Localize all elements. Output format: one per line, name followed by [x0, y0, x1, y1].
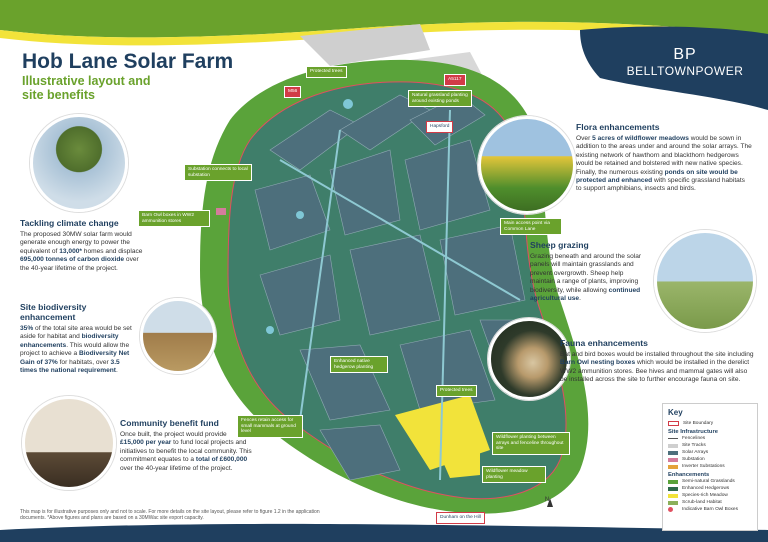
key-infra-item: Inverter Substations [682, 464, 725, 469]
fauna-section: Fauna enhancements Bat and bird boxes wo… [560, 338, 756, 385]
fauna-body: Bat and bird boxes would be installed th… [560, 351, 754, 384]
pond-marker [266, 326, 274, 334]
key-boundary-row: Site Boundary [668, 420, 752, 427]
meadow-swatch [668, 493, 678, 498]
sheep-title: Sheep grazing [530, 240, 589, 250]
wildflower-meadow-2 [440, 450, 480, 478]
key-enh-item: Indicative Barn Owl Boxes [682, 507, 738, 512]
logo-text: BELLTOWNPOWER [626, 64, 744, 78]
grassland-swatch [668, 479, 678, 484]
climate-title: Tackling climate change [20, 218, 119, 228]
key-enh-item: Enhanced Hedgerows [682, 486, 730, 491]
page-subtitle: Illustrative layout and site benefits [22, 74, 151, 102]
key-enh-item: Semi-natural Grasslands [682, 479, 735, 484]
logo-backdrop [580, 26, 768, 110]
label-substation: Substation connects to local substation [184, 164, 252, 182]
biodiversity-section: Site biodiversity enhancement 35% of the… [20, 302, 138, 375]
oak-tree-photo [30, 114, 128, 212]
header-swoosh-green [0, 0, 768, 38]
flora-title: Flora enhancements [576, 122, 660, 132]
key-enh-item: Species-rich Meadow [682, 493, 728, 498]
logo-monogram: BP [673, 46, 697, 63]
substation-marker [216, 208, 226, 215]
sheep-section: Sheep grazing Grazing beneath and around… [530, 240, 650, 303]
footer-swoosh [0, 523, 768, 542]
pond-marker [343, 99, 353, 109]
fence-swatch [668, 438, 678, 439]
map-key: Key Site Boundary Site Infrastructure Fe… [662, 403, 758, 531]
key-infra-item: Solar Arrays [682, 450, 709, 455]
label-fences: Fences retain access for small mammals a… [237, 415, 303, 438]
footnote: This map is for illustrative purposes on… [20, 509, 320, 522]
label-dunham: Dunham on the Hill [436, 512, 485, 524]
label-m56: M56 [284, 86, 302, 98]
substation-swatch [668, 457, 678, 462]
label-wildflower-between: Wildflower planting between arrays and f… [492, 432, 570, 455]
north-arrow-icon [547, 498, 553, 507]
key-enh-item: Scrub-land Habitat [682, 500, 722, 505]
wetland-birds-photo [140, 298, 216, 374]
community-swing-photo [22, 396, 116, 490]
climate-body: The proposed 30MW solar farm would gener… [20, 231, 143, 272]
sheep-body: Grazing beneath and around the solar pan… [530, 253, 642, 303]
barn-owl-photo [488, 318, 570, 400]
flora-section: Flora enhancements Over 5 acres of wildf… [576, 122, 752, 194]
pond-marker [296, 211, 304, 219]
key-boundary: Site Boundary [683, 421, 714, 426]
site-tracks [279, 109, 521, 481]
hedgerow-swatch [668, 486, 678, 491]
label-enhanced-hedgerow: Enhanced native hedgerow planting [330, 356, 388, 374]
label-a5117: A5117 [444, 74, 466, 86]
boundary-swatch [668, 421, 679, 426]
biodiversity-title: Site biodiversity enhancement [20, 302, 87, 322]
climate-section: Tackling climate change The proposed 30M… [20, 218, 148, 273]
key-infra-item: Site Tracks [682, 443, 706, 448]
north-label: N [544, 497, 550, 503]
page-title: Hob Lane Solar Farm [22, 50, 234, 73]
community-section: Community benefit fund Once built, the p… [120, 418, 252, 473]
key-infra-item: Fencelines [682, 436, 706, 441]
key-infra-heading: Site Infrastructure [668, 429, 718, 435]
owl-box-swatch [668, 507, 673, 512]
label-hapsford: Hapsford [426, 121, 454, 133]
key-title: Key [668, 408, 683, 417]
label-protected-trees-bottom: Protected trees [436, 385, 477, 397]
company-logo: BP BELLTOWNPOWER [610, 46, 760, 78]
array-swatch [668, 450, 678, 455]
biodiversity-body: 35% of the total site area would be set … [20, 325, 132, 375]
community-body: Once built, the project would provide £1… [120, 431, 252, 472]
inverter-swatch [668, 464, 678, 469]
label-natural-grassland: Natural grassland planting around existi… [408, 90, 472, 108]
road-top [300, 24, 430, 66]
flora-body: Over 5 acres of wildflower meadows would… [576, 135, 752, 193]
sheep-photo [654, 230, 756, 332]
wildflower-meadow-1 [395, 395, 490, 470]
community-title: Community benefit fund [120, 418, 219, 428]
scrub-swatch [668, 500, 678, 505]
label-wildflower-meadow: Wildflower meadow planting [482, 466, 546, 484]
label-main-access: Main access point via Common Lane [500, 218, 562, 236]
fauna-title: Fauna enhancements [560, 338, 648, 348]
label-protected-trees-top: Protected trees [306, 66, 347, 78]
key-enh-heading: Enhancements [668, 472, 710, 478]
label-barn-owl-boxes: Barn Owl boxes in WW2 ammunition stores [138, 210, 210, 228]
track-swatch [668, 443, 678, 448]
key-infra-item: Substation [682, 457, 705, 462]
wildflower-meadow-photo [478, 116, 576, 214]
